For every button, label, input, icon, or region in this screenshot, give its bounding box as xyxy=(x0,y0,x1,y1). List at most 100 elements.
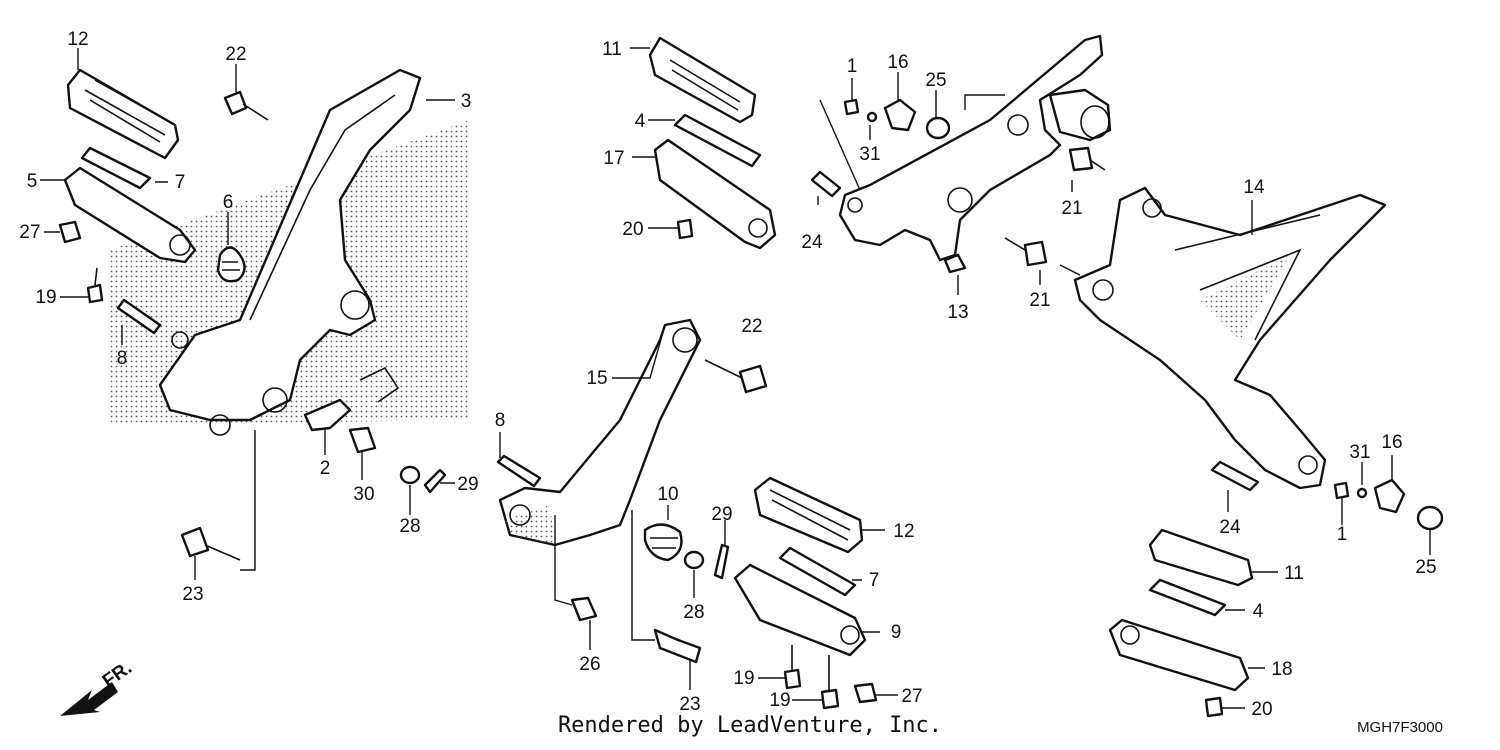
center-top-assembly xyxy=(630,36,777,250)
part-step-holder-left[interactable] xyxy=(158,68,422,422)
callout-labels: 12 22 3 5 7 6 27 19 8 2 30 28 29 23 11 4… xyxy=(19,29,1436,720)
center-assembly xyxy=(496,318,768,690)
callout-15: 15 xyxy=(586,368,607,389)
part-boss-upper[interactable] xyxy=(1048,88,1112,142)
part-pin-24-upper[interactable] xyxy=(810,170,842,198)
callout-23-center: 23 xyxy=(679,694,700,715)
part-bolt-19-lower-b[interactable] xyxy=(820,688,840,710)
callout-21-b: 21 xyxy=(1029,290,1050,311)
part-bolt-23-center[interactable] xyxy=(653,628,702,664)
part-washer-28-left[interactable] xyxy=(399,465,421,485)
callout-3: 3 xyxy=(461,91,472,112)
part-bolt-30[interactable] xyxy=(348,426,377,454)
part-nut-25-upper[interactable] xyxy=(925,116,951,140)
front-arrow-icon xyxy=(60,682,118,716)
part-screw-26[interactable] xyxy=(570,596,598,622)
callout-27-lower: 27 xyxy=(901,686,922,707)
part-footpeg-left[interactable] xyxy=(63,166,197,264)
part-pin-8-left[interactable] xyxy=(116,298,162,335)
part-nut-27-lower[interactable] xyxy=(853,682,878,704)
callout-29-left: 29 xyxy=(457,474,478,495)
part-ball-31-right[interactable] xyxy=(1356,487,1368,499)
part-pin-24-right[interactable] xyxy=(1210,460,1260,492)
front-label: FR. xyxy=(99,657,136,692)
callout-19-lower-b: 19 xyxy=(769,690,790,711)
callout-24-upper: 24 xyxy=(801,232,823,253)
callout-8-center: 8 xyxy=(495,410,506,431)
callout-16-right: 16 xyxy=(1381,432,1402,453)
callout-22-center: 22 xyxy=(741,316,762,337)
part-bracket-upper[interactable] xyxy=(838,34,1104,262)
callout-14: 14 xyxy=(1243,177,1265,198)
callout-20-right: 20 xyxy=(1251,699,1272,720)
front-direction-indicator xyxy=(60,682,118,716)
callout-12-left: 12 xyxy=(67,29,88,50)
part-plate-left[interactable] xyxy=(80,146,152,190)
callout-7-lower: 7 xyxy=(869,570,880,591)
part-plate-16-upper[interactable] xyxy=(883,98,917,132)
part-footpeg-rubber-11-right[interactable] xyxy=(1148,528,1254,587)
part-spring-1-upper[interactable] xyxy=(843,98,860,116)
part-plate-4-right[interactable] xyxy=(1148,578,1227,617)
callout-24-right: 24 xyxy=(1219,517,1241,538)
part-bolt-22-left[interactable] xyxy=(223,90,248,116)
part-pin-8-center[interactable] xyxy=(496,454,542,488)
upper-right-assembly xyxy=(810,34,1112,295)
part-bolt-19-left[interactable] xyxy=(86,283,104,304)
callout-9: 9 xyxy=(891,622,902,643)
part-washer-28-center[interactable] xyxy=(683,550,705,570)
part-spring-10[interactable] xyxy=(643,523,683,562)
part-bolt-21-b[interactable] xyxy=(1023,240,1048,267)
diagram-code: MGH7F3000 xyxy=(1357,719,1443,736)
part-footpeg-rubber-12-lower[interactable] xyxy=(753,476,864,554)
callout-28-left: 28 xyxy=(399,516,420,537)
part-clip-13[interactable] xyxy=(943,253,967,274)
part-bolt-21-a[interactable] xyxy=(1068,146,1094,172)
callout-4-right: 4 xyxy=(1253,601,1264,622)
footer-credit: Rendered by LeadVenture, Inc. xyxy=(558,713,942,738)
callout-11-center: 11 xyxy=(602,39,622,60)
part-footpeg-rubber-left[interactable] xyxy=(66,68,180,160)
callout-8-left: 8 xyxy=(117,348,128,369)
part-spring-left[interactable] xyxy=(216,246,246,283)
callout-26: 26 xyxy=(579,654,600,675)
callout-25-right: 25 xyxy=(1415,557,1436,578)
callout-31-upper: 31 xyxy=(859,144,880,165)
left-assembly xyxy=(40,48,470,580)
part-footpeg-18[interactable] xyxy=(1108,618,1250,692)
part-bolt-23-left[interactable] xyxy=(180,526,210,558)
part-cotter-29-left[interactable] xyxy=(423,468,447,494)
callout-27-left: 27 xyxy=(19,222,40,243)
part-bolt-19-lower-a[interactable] xyxy=(783,668,802,690)
callout-4-center: 4 xyxy=(635,111,646,132)
part-cotter-29-center[interactable] xyxy=(713,543,730,580)
callout-29-center: 29 xyxy=(711,504,732,525)
center-lower-footpeg xyxy=(733,476,898,710)
part-plate-4-center[interactable] xyxy=(673,113,762,168)
part-plate-16-right[interactable] xyxy=(1373,478,1406,514)
part-bracket-2[interactable] xyxy=(303,398,352,432)
callout-19-left: 19 xyxy=(35,287,56,308)
callout-19-lower-a: 19 xyxy=(733,668,754,689)
part-nut-25-right[interactable] xyxy=(1416,505,1444,531)
callout-16-upper: 16 xyxy=(887,52,908,73)
callout-31-right: 31 xyxy=(1349,442,1370,463)
callout-28-center: 28 xyxy=(683,602,704,623)
part-spring-1-right[interactable] xyxy=(1333,481,1350,500)
callout-10: 10 xyxy=(657,484,678,505)
callout-1-right: 1 xyxy=(1337,524,1348,545)
part-nut-27-left[interactable] xyxy=(58,220,82,244)
part-ball-31-upper[interactable] xyxy=(866,111,878,123)
part-bolt-20-center[interactable] xyxy=(676,218,694,240)
part-footpeg-9[interactable] xyxy=(733,563,867,657)
callout-23-left: 23 xyxy=(182,584,203,605)
part-footpeg-17-center[interactable] xyxy=(653,138,777,250)
callout-25-upper: 25 xyxy=(925,70,946,91)
callout-13: 13 xyxy=(947,302,968,323)
part-plate-7-lower[interactable] xyxy=(778,546,857,597)
callout-7-left: 7 xyxy=(175,172,186,193)
part-bolt-22-center[interactable] xyxy=(738,364,768,394)
part-bolt-20-right[interactable] xyxy=(1204,696,1224,718)
part-step-holder-right[interactable] xyxy=(1073,186,1387,490)
